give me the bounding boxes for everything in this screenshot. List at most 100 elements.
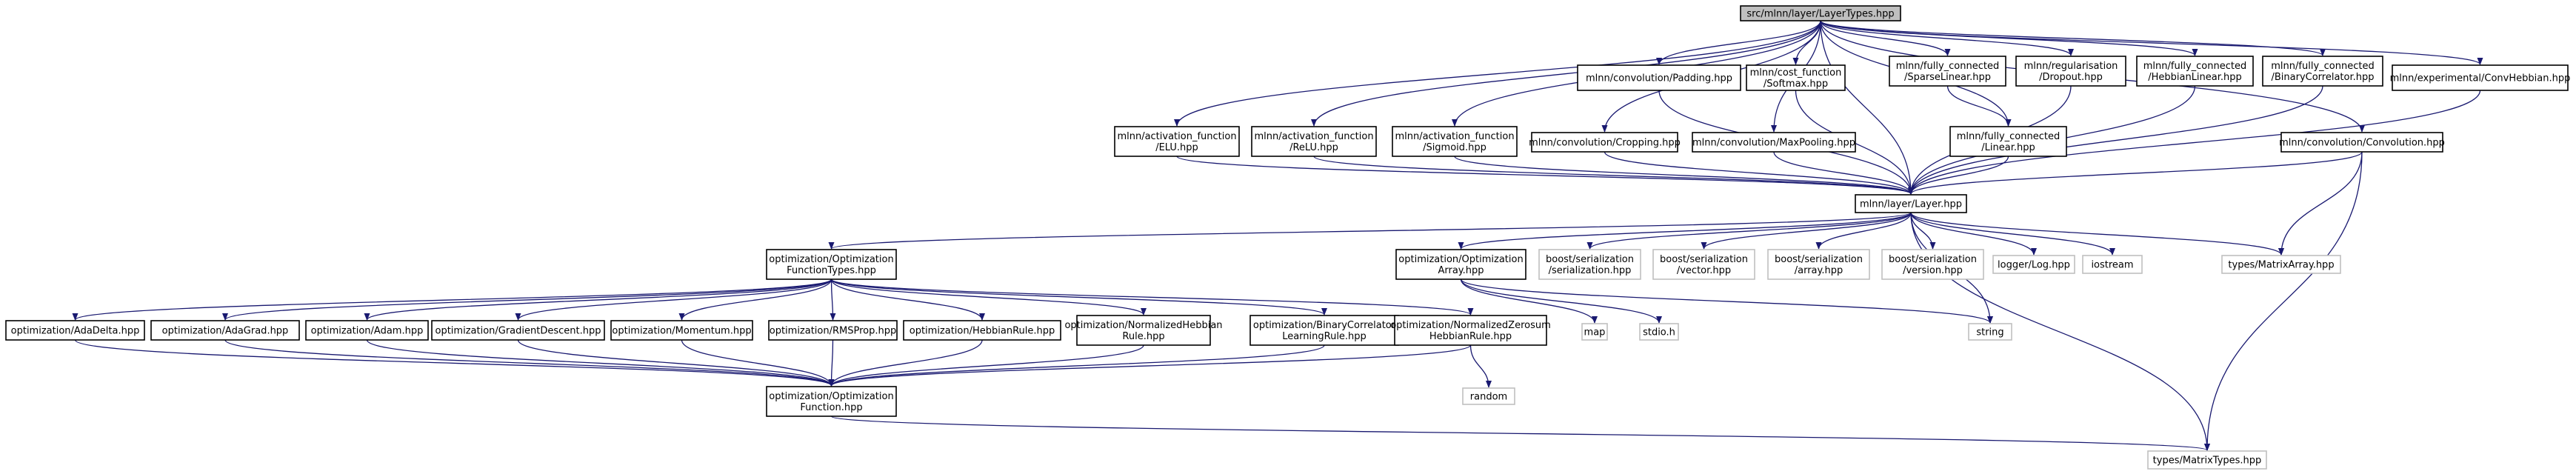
node-label-bincorrlearning-1: LearningRule.hpp xyxy=(1282,331,1367,342)
node-label-padding-0: mlnn/convolution/Padding.hpp xyxy=(1586,73,1732,84)
edge-sparselinear-to-linear xyxy=(1946,85,2012,127)
node-optfunctypes[interactable]: optimization/OptimizationFunctionTypes.h… xyxy=(766,249,897,280)
node-box-stdio xyxy=(1639,323,1679,341)
node-dropout[interactable]: mlnn/regularisation/Dropout.hpp xyxy=(2015,56,2126,87)
edge-adagrad-to-optfunction xyxy=(224,339,835,387)
node-adadelta[interactable]: optimization/AdaDelta.hpp xyxy=(5,320,145,341)
node-ser_vector: boost/serialization/vector.hpp xyxy=(1652,249,1755,280)
edge-convolution-to-matrixarray xyxy=(2278,151,2363,256)
edge-optfunctypes-to-rmsprop xyxy=(830,278,836,321)
node-box-elu xyxy=(1114,126,1240,157)
edge-bincorrelator-to-layer xyxy=(1908,85,2323,195)
node-label-layertypes-0: src/mlnn/layer/LayerTypes.hpp xyxy=(1746,9,1894,20)
node-label-optfunction-0: optimization/Optimization xyxy=(769,391,893,402)
node-label-cropping-0: mlnn/convolution/Cropping.hpp xyxy=(1529,138,1681,149)
node-label-hebbianrule-0: optimization/HebbianRule.hpp xyxy=(910,326,1055,337)
node-label-normzerosum-0: optimization/NormalizedZerosum xyxy=(1390,320,1551,331)
edge-layertypes-to-padding xyxy=(1656,20,1821,65)
node-box-rmsprop xyxy=(768,320,898,341)
node-label-hebbianlinear-0: mlnn/fully_connected xyxy=(2143,61,2246,72)
node-box-relu xyxy=(1251,126,1377,157)
node-rmsprop[interactable]: optimization/RMSProp.hpp xyxy=(768,320,898,341)
edge-adadelta-to-optfunction xyxy=(74,339,835,387)
node-box-matrixarray xyxy=(2221,255,2341,274)
node-label-matrixarray-0: types/MatrixArray.hpp xyxy=(2228,260,2334,271)
node-hebbianlinear[interactable]: mlnn/fully_connected/HebbianLinear.hpp xyxy=(2136,56,2254,87)
node-box-convolution xyxy=(2280,132,2443,153)
edge-layer-to-optarray xyxy=(1458,212,1912,250)
node-box-hebbianlinear xyxy=(2136,56,2254,87)
node-label-elu-0: mlnn/activation_function xyxy=(1117,131,1236,142)
node-iostream: iostream xyxy=(2082,255,2143,274)
node-box-random xyxy=(1462,387,1515,405)
node-sparselinear[interactable]: mlnn/fully_connected/SparseLinear.hpp xyxy=(1889,56,2006,87)
edge-optfunctypes-to-hebbianrule xyxy=(830,278,985,321)
node-box-hebbianrule xyxy=(903,320,1061,341)
edge-optfunctypes-to-normhebbian xyxy=(830,278,1147,316)
node-box-loggerlog xyxy=(1992,255,2075,274)
node-box-normzerosum xyxy=(1394,315,1547,346)
node-hebbianrule[interactable]: optimization/HebbianRule.hpp xyxy=(903,320,1061,341)
node-maxpooling[interactable]: mlnn/convolution/MaxPooling.hpp xyxy=(1692,132,1856,153)
node-box-layertypes xyxy=(1740,5,1901,21)
node-linear[interactable]: mlnn/fully_connected/Linear.hpp xyxy=(1949,126,2067,157)
node-label-dropout-1: /Dropout.hpp xyxy=(2039,72,2103,83)
edge-normzerosum-to-random xyxy=(1469,344,1492,388)
node-ser_version: boost/serialization/version.hpp xyxy=(1881,249,1984,280)
edge-optfunctypes-to-normzerosum xyxy=(830,278,1474,316)
node-label-bincorrelator-1: /BinaryCorrelator.hpp xyxy=(2271,72,2374,83)
node-adam[interactable]: optimization/Adam.hpp xyxy=(305,320,429,341)
node-graddescent[interactable]: optimization/GradientDescent.hpp xyxy=(431,320,605,341)
node-label-ser_vector-0: boost/serialization xyxy=(1660,254,1748,265)
node-label-bincorrelator-0: mlnn/fully_connected xyxy=(2271,61,2374,72)
node-label-map-0: map xyxy=(1584,327,1606,338)
node-label-matrixtypes-0: types/MatrixTypes.hpp xyxy=(2153,455,2262,467)
node-loggerlog: logger/Log.hpp xyxy=(1992,255,2075,274)
node-label-rmsprop-0: optimization/RMSProp.hpp xyxy=(770,326,897,337)
edge-graddescent-to-optfunction xyxy=(517,339,835,387)
node-box-cropping xyxy=(1531,132,1678,153)
node-convolution[interactable]: mlnn/convolution/Convolution.hpp xyxy=(2279,132,2445,153)
node-normzerosum[interactable]: optimization/NormalizedZerosumHebbianRul… xyxy=(1390,315,1551,346)
node-bincorrlearning[interactable]: optimization/BinaryCorrelatorLearningRul… xyxy=(1249,315,1399,346)
node-sigmoid[interactable]: mlnn/activation_function/Sigmoid.hpp xyxy=(1392,126,1518,157)
node-label-hebbianlinear-1: /HebbianLinear.hpp xyxy=(2148,72,2242,83)
node-label-layer-0: mlnn/layer/Layer.hpp xyxy=(1860,199,1962,210)
node-convhebbian[interactable]: mlnn/experimental/ConvHebbian.hpp xyxy=(2390,64,2571,91)
node-adagrad[interactable]: optimization/AdaGrad.hpp xyxy=(150,320,300,341)
node-elu[interactable]: mlnn/activation_function/ELU.hpp xyxy=(1114,126,1240,157)
edge-layertypes-to-elu xyxy=(1174,20,1821,127)
edge-normhebbian-to-optfunction xyxy=(828,344,1144,387)
node-cropping[interactable]: mlnn/convolution/Cropping.hpp xyxy=(1529,132,1681,153)
node-label-normhebbian-1: Rule.hpp xyxy=(1122,331,1164,342)
node-box-layer xyxy=(1855,194,1967,213)
node-label-optfunction-1: Function.hpp xyxy=(800,402,862,413)
edge-layer-to-matrixarray xyxy=(1910,212,2284,256)
node-matrixtypes: types/MatrixTypes.hpp xyxy=(2147,450,2267,470)
node-box-softmax xyxy=(1746,64,1846,91)
edge-convolution-to-matrixtypes xyxy=(2204,151,2363,451)
node-label-softmax-0: mlnn/cost_function xyxy=(1750,67,1842,79)
node-padding[interactable]: mlnn/convolution/Padding.hpp xyxy=(1577,64,1741,91)
edge-normzerosum-to-optfunction xyxy=(828,344,1472,387)
node-relu[interactable]: mlnn/activation_function/ReLU.hpp xyxy=(1251,126,1377,157)
node-label-ser_vector-1: /vector.hpp xyxy=(1677,265,1731,276)
node-softmax[interactable]: mlnn/cost_function/Softmax.hpp xyxy=(1746,64,1846,91)
node-momentum[interactable]: optimization/Momentum.hpp xyxy=(610,320,753,341)
node-label-maxpooling-0: mlnn/convolution/MaxPooling.hpp xyxy=(1692,138,1855,149)
node-box-momentum xyxy=(610,320,753,341)
edge-optarray-to-string xyxy=(1460,278,1993,324)
node-box-map xyxy=(1581,323,1608,341)
node-layer[interactable]: mlnn/layer/Layer.hpp xyxy=(1855,194,1967,213)
edge-layer-to-optfunctypes xyxy=(829,212,1912,250)
node-box-string xyxy=(1968,323,2012,341)
node-string: string xyxy=(1968,323,2012,341)
edge-optfunctypes-to-momentum xyxy=(678,278,832,321)
edge-optfunctypes-to-adam xyxy=(364,278,832,321)
node-layertypes[interactable]: src/mlnn/layer/LayerTypes.hpp xyxy=(1740,5,1901,21)
edge-linear-to-layer xyxy=(1908,156,2009,195)
node-bincorrelator[interactable]: mlnn/fully_connected/BinaryCorrelator.hp… xyxy=(2262,56,2383,87)
